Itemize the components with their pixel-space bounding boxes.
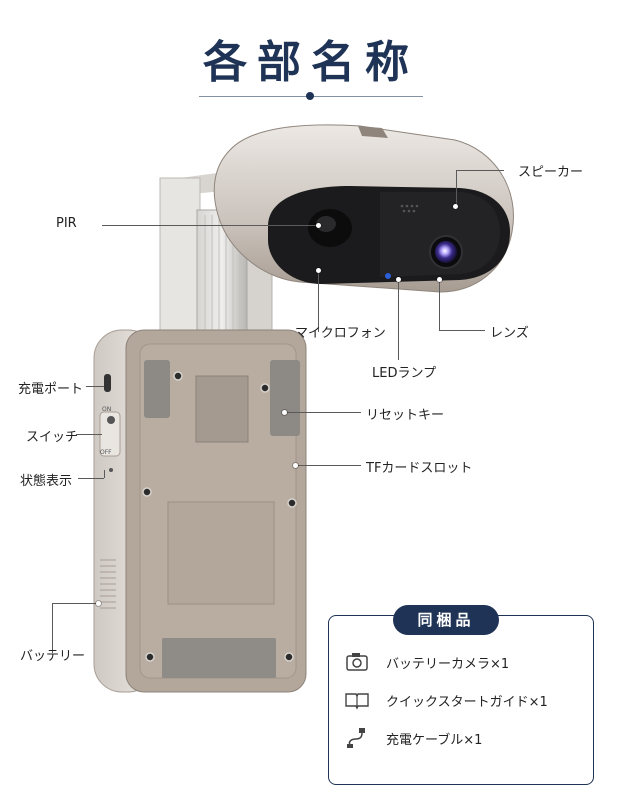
label-status: 状態表示 (20, 474, 73, 489)
label-reset: リセットキー (366, 408, 445, 423)
reset-leader (285, 412, 361, 413)
label-speaker: スピーカー (518, 165, 584, 180)
book-icon (342, 689, 372, 711)
led-dot (396, 277, 401, 282)
lens-leader (439, 330, 485, 331)
mic-dot (316, 268, 321, 273)
reset-dot (282, 410, 287, 415)
label-pir: PIR (56, 216, 77, 231)
cable-icon (342, 727, 372, 749)
status-leader-v (104, 470, 105, 478)
label-switch: スイッチ (26, 430, 79, 445)
lens-leader-v (439, 280, 440, 330)
contents-item-cable: 充電ケーブル×1 (342, 726, 582, 750)
switch-leader (76, 434, 102, 435)
camera-icon (342, 651, 372, 673)
speaker-leader (456, 170, 504, 171)
pir-dot (316, 223, 321, 228)
label-tf-slot: TFカードスロット (366, 461, 473, 476)
package-contents-heading: 同梱品 (393, 605, 499, 635)
contents-item-camera: バッテリーカメラ×1 (342, 650, 582, 674)
label-battery: バッテリー (20, 649, 86, 664)
page-title: 各部名称 (203, 37, 419, 88)
package-contents-box (328, 615, 594, 785)
switch-off-mark: OFF (100, 449, 112, 456)
tf-dot (293, 463, 298, 468)
contents-item-label: バッテリーカメラ×1 (386, 656, 510, 672)
status-leader (78, 478, 104, 479)
speaker-leader-v (456, 170, 457, 206)
battery-dot (96, 601, 101, 606)
lens-dot (437, 277, 442, 282)
contents-item-label: クイックスタートガイド×1 (386, 694, 548, 710)
label-led: LEDランプ (372, 366, 437, 381)
contents-item-label: 充電ケーブル×1 (386, 732, 483, 748)
battery-leader-v (52, 603, 53, 653)
label-lens: レンズ (490, 326, 529, 341)
pir-leader (102, 225, 320, 226)
tf-leader (296, 465, 361, 466)
mic-leader (318, 270, 319, 332)
speaker-dot (453, 204, 458, 209)
label-microphone: マイクロフォン (295, 326, 386, 341)
title-divider-dot (306, 92, 314, 100)
label-charge-port: 充電ポート (18, 382, 84, 397)
switch-on-mark: ON (102, 406, 111, 413)
contents-item-guide: クイックスタートガイド×1 (342, 688, 582, 712)
led-leader (398, 280, 399, 360)
charge-port-leader (86, 386, 104, 387)
battery-leader-h (52, 603, 98, 604)
